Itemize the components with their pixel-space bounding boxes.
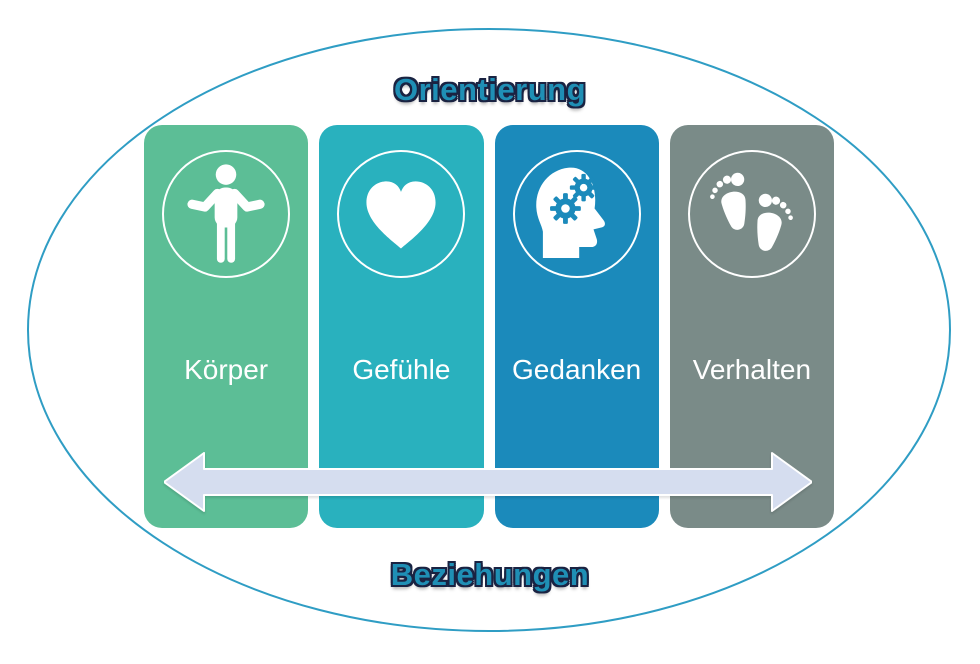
column-label-gefuehle: Gefühle <box>352 354 451 385</box>
label-beziehungen: Beziehungen <box>390 557 590 592</box>
double-arrow-shape <box>164 452 812 512</box>
column-gefuehle: Gefühle <box>319 125 484 528</box>
heart-icon <box>337 150 466 278</box>
gear-large <box>549 193 581 224</box>
columns-row: Körper Gefühle <box>144 125 834 528</box>
column-koerper: Körper <box>144 125 309 528</box>
double-arrow <box>164 452 812 512</box>
outer-ellipse-outline <box>27 28 951 632</box>
footprints-icon <box>687 150 816 278</box>
column-label-koerper: Körper <box>184 354 269 385</box>
column-label-verhalten: Verhalten <box>692 354 812 385</box>
person-arms-open-icon <box>162 150 291 278</box>
head-gears-icon <box>512 150 641 278</box>
column-gedanken: Gedanken <box>494 125 659 528</box>
column-label-gedanken: Gedanken <box>512 354 642 385</box>
column-verhalten: Verhalten <box>669 125 834 528</box>
title-orientierung: Orientierung <box>393 72 586 107</box>
